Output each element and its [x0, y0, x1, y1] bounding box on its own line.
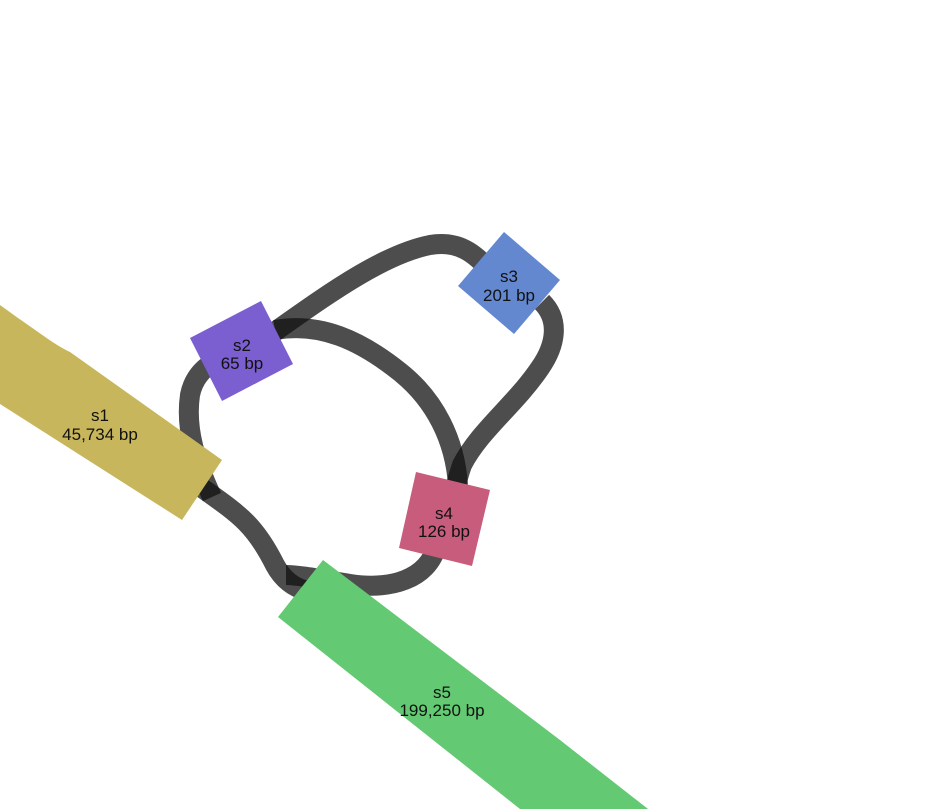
segment-s1-name: s1 [91, 406, 109, 425]
node-s3[interactable]: s3 201 bp [458, 232, 560, 334]
node-s2[interactable]: s2 65 bp [190, 301, 293, 401]
link-s2-s4[interactable] [273, 318, 468, 486]
segment-s2-body[interactable] [190, 301, 293, 401]
nodes: s1 45,734 bp s2 65 bp s3 201 bp s4 126 b… [0, 232, 648, 809]
segment-s5-name: s5 [433, 683, 451, 702]
link-s2-s3[interactable] [264, 234, 496, 344]
segment-s3-body[interactable] [458, 232, 560, 334]
segment-s5-length: 199,250 bp [399, 701, 484, 720]
segment-s5-body[interactable] [278, 560, 648, 809]
segment-s4-body[interactable] [399, 472, 490, 566]
node-s4[interactable]: s4 126 bp [399, 472, 490, 566]
segment-s3-name: s3 [500, 267, 518, 286]
node-s5[interactable]: s5 199,250 bp [278, 560, 648, 809]
segment-s1-body[interactable] [0, 305, 222, 520]
node-s1[interactable]: s1 45,734 bp [0, 305, 222, 520]
segment-s4-name: s4 [435, 504, 453, 523]
link-s3-s4[interactable] [446, 294, 564, 488]
segment-s2-name: s2 [233, 336, 251, 355]
link-s1-s5[interactable] [196, 479, 308, 600]
segment-s4-length: 126 bp [418, 522, 470, 541]
segment-s1-length: 45,734 bp [62, 425, 138, 444]
segment-s3-length: 201 bp [483, 286, 535, 305]
segment-s2-length: 65 bp [221, 354, 264, 373]
